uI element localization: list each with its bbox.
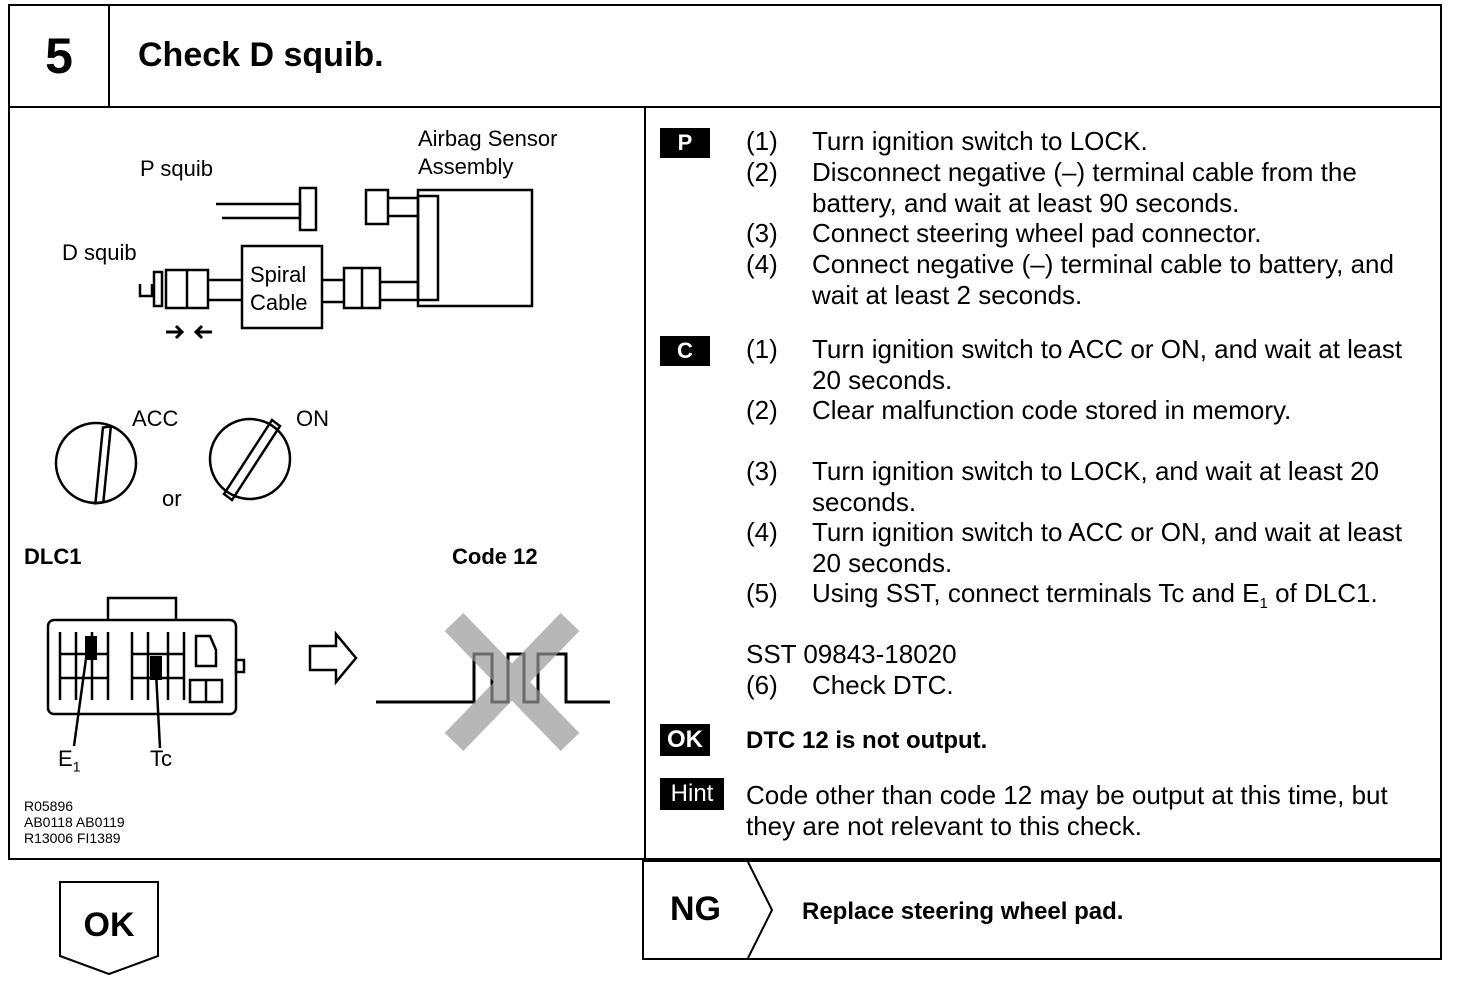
spiral-cable-label-1: Spiral: [250, 262, 307, 287]
hint-tag: Hint: [660, 778, 724, 810]
airbag-sensor-box: [416, 188, 534, 308]
step-title: Check D squib.: [138, 36, 384, 74]
spiral-cable-label-2: Cable: [250, 290, 308, 315]
on-label: ON: [296, 406, 329, 431]
airbag-sensor-connector: [416, 194, 440, 302]
tc-terminal-label: Tc: [150, 746, 172, 771]
d-squib-label: D squib: [62, 240, 137, 265]
illustration-panel: Airbag Sensor Assembly P squib D squib S…: [10, 106, 644, 858]
dlc1-label: DLC1: [24, 544, 82, 569]
step-number: 5: [10, 6, 110, 106]
ok-tag: OK: [660, 724, 710, 756]
airbag-sensor-label-2: Assembly: [418, 154, 514, 179]
p-tag: P: [660, 128, 710, 158]
ng-label: NG: [670, 890, 721, 928]
ng-chevron: [747, 862, 774, 958]
airbag-sensor-label-1: Airbag Sensor: [418, 126, 558, 151]
figure-references: R05896 AB0118 AB0119 R13006 FI1389: [24, 798, 125, 846]
ignition-on-circle: [208, 417, 292, 501]
or-label: or: [162, 486, 182, 511]
acc-label: ACC: [132, 406, 179, 431]
ng-result-box: NG Replace steering wheel pad.: [642, 860, 1442, 960]
code12-label: Code 12: [452, 544, 538, 569]
figure-ref: R13006 FI1389: [24, 830, 121, 846]
wiring-illustration: [46, 186, 610, 752]
cross-out-mark: [444, 612, 580, 752]
step-body: Airbag Sensor Assembly P squib D squib S…: [8, 106, 1442, 860]
spiral-cable-box: [240, 244, 324, 330]
p-squib-label: P squib: [140, 156, 213, 181]
ng-action-text: Replace steering wheel pad.: [802, 898, 1124, 925]
c-tag: C: [660, 336, 710, 366]
column-divider: [644, 106, 646, 858]
ok-arrow: OK: [59, 881, 159, 976]
e1-terminal-label: E1: [58, 746, 81, 775]
figure-ref: AB0118 AB0119: [24, 814, 125, 830]
figure-ref: R05896: [24, 798, 74, 814]
ok-arrow-label: OK: [84, 906, 135, 944]
step-header: 5 Check D squib.: [8, 4, 1442, 108]
